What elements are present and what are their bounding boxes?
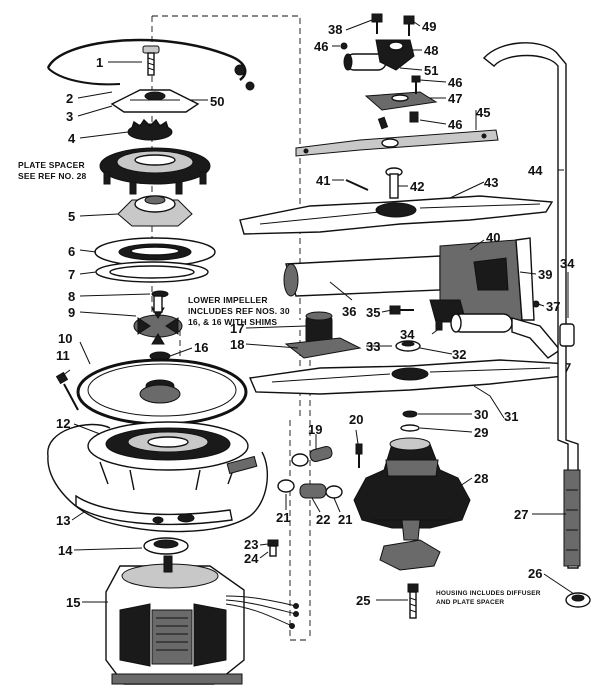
callout-49: 49 (422, 19, 436, 34)
motor-part (105, 555, 299, 685)
callout-6: 6 (68, 244, 75, 259)
callout-34a: 34 (400, 327, 415, 342)
callout-37: 37 (546, 299, 560, 314)
callout-33: 33 (366, 339, 380, 354)
callout-34b: 34 (560, 256, 575, 271)
callout-41: 41 (316, 173, 330, 188)
top-screws-part (340, 13, 415, 50)
callout-numbers: 1 2 3 50 4 5 6 7 8 9 10 16 11 12 13 14 1… (56, 19, 575, 610)
callout-10: 10 (58, 331, 72, 346)
callout-5: 5 (68, 209, 75, 224)
lower-impeller-note-line-2: INCLUDES REF NOS. 30 (188, 306, 290, 316)
callout-8: 8 (68, 289, 75, 304)
plate-spacer-note-line-2: SEE REF NO. 28 (18, 171, 87, 181)
gasket-part (95, 261, 209, 283)
leader-lines (61, 19, 575, 603)
callout-26: 26 (528, 566, 542, 581)
callout-50: 50 (210, 94, 224, 109)
callout-39: 39 (538, 267, 552, 282)
arm-washers-part (400, 410, 420, 432)
small-screws-part (267, 443, 363, 557)
clamp-wire-part (46, 38, 255, 91)
shield-part (47, 423, 269, 533)
callout-19: 19 (308, 422, 322, 437)
callout-35: 35 (366, 305, 380, 320)
supply-tube-part (450, 313, 562, 359)
lower-impeller-note-line-3: 16, & 16 WITH SHIMS (188, 317, 277, 327)
gasket-debris-part (379, 539, 441, 571)
feed-bracket-part (343, 39, 415, 71)
callout-30: 30 (474, 407, 488, 422)
callout-27: 27 (514, 507, 528, 522)
hose-clamps-part (277, 445, 343, 499)
housing-note-line-2: AND PLATE SPACER (436, 599, 504, 606)
callout-32: 32 (452, 347, 466, 362)
callout-22: 22 (316, 512, 330, 527)
large-gasket-part (76, 358, 248, 426)
gear-part (127, 118, 173, 141)
callout-23: 23 (244, 537, 258, 552)
callout-40: 40 (486, 230, 500, 245)
seal-washer-part (143, 537, 189, 555)
callout-29: 29 (474, 425, 488, 440)
plate-spacer-note-line-1: PLATE SPACER (18, 160, 85, 170)
callout-43: 43 (484, 175, 498, 190)
callout-46b: 46 (448, 75, 462, 90)
plate-spacer-part (99, 147, 211, 195)
callout-21a: 21 (276, 510, 290, 525)
hub-seal-parts (284, 311, 421, 359)
diffuser-housing-part (353, 437, 471, 541)
text-notes: PLATE SPACER SEE REF NO. 28 LOWER IMPELL… (18, 160, 541, 606)
callout-38: 38 (328, 22, 342, 37)
callout-12: 12 (56, 416, 70, 431)
callout-36: 36 (342, 304, 356, 319)
callout-25: 25 (356, 593, 370, 608)
side-screw-part (55, 371, 79, 411)
callout-18: 18 (230, 337, 244, 352)
callout-46a: 46 (314, 39, 328, 54)
callout-11: 11 (56, 348, 70, 363)
callout-2: 2 (66, 91, 73, 106)
lower-impeller-part (133, 295, 183, 345)
callout-28: 28 (474, 471, 488, 486)
callout-17: 17 (230, 321, 244, 336)
callout-7: 7 (68, 267, 75, 282)
upper-spray-bar-part (295, 129, 499, 157)
callout-24: 24 (244, 551, 259, 566)
callout-3: 3 (66, 109, 73, 124)
housing-note-line-1: HOUSING INCLUDES DIFFUSER (436, 590, 541, 597)
callout-47: 47 (448, 91, 462, 106)
callout-51: 51 (424, 63, 438, 78)
callout-16: 16 (194, 340, 208, 355)
lower-impeller-note-line-1: LOWER IMPELLER (188, 295, 268, 305)
pump-housing-part (87, 421, 258, 491)
callout-20: 20 (349, 412, 363, 427)
screw-part (142, 45, 160, 76)
bolt-part (407, 583, 419, 619)
callout-48: 48 (424, 43, 438, 58)
cap-disc-part (110, 89, 200, 113)
callout-13: 13 (56, 513, 70, 528)
diffuser-hub-part (117, 195, 193, 227)
callout-21b: 21 (338, 512, 352, 527)
callout-15: 15 (66, 595, 80, 610)
callout-9: 9 (68, 305, 75, 320)
lower-spray-arm-part (248, 359, 572, 395)
callout-44: 44 (528, 163, 543, 178)
callout-42: 42 (410, 179, 424, 194)
callout-45: 45 (476, 105, 490, 120)
plate-part (94, 237, 216, 267)
callout-46c: 46 (448, 117, 462, 132)
upper-spray-arm-part (239, 195, 554, 235)
spray-arm-nut-part (345, 167, 403, 199)
callout-4: 4 (68, 131, 76, 146)
callout-1: 1 (96, 55, 103, 70)
callout-14: 14 (58, 543, 73, 558)
callout-31: 31 (504, 409, 518, 424)
mount-plate-part (364, 75, 438, 130)
fill-tube-part (482, 42, 591, 608)
